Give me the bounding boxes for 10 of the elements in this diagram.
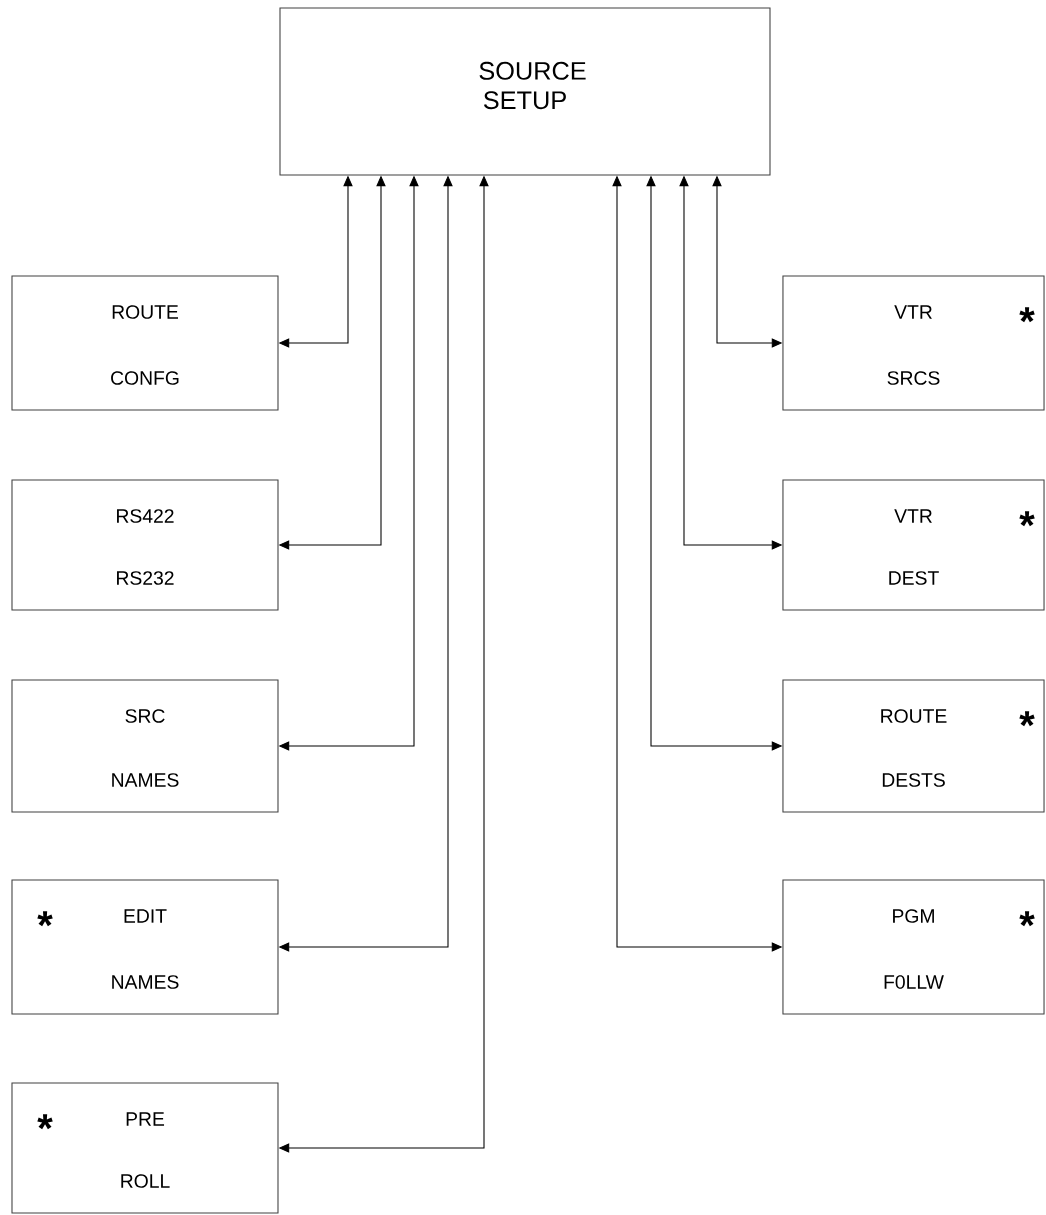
- menu-box: ROUTE * DESTS: [782, 679, 1045, 813]
- menu-box: VTR * DEST: [782, 479, 1045, 611]
- menu-box: VTR * SRCS: [782, 275, 1045, 411]
- menu-box: RS422 RS232: [11, 479, 279, 611]
- menu-box: SOURCE SETUP: [279, 7, 771, 176]
- menu-box: SRC NAMES: [11, 679, 279, 813]
- menu-box: PGM * F0LLW: [782, 879, 1045, 1015]
- menu-box: * EDIT NAMES: [11, 879, 279, 1015]
- menu-box: ROUTE CONFG: [11, 275, 279, 411]
- menu-box: * PRE ROLL: [11, 1082, 279, 1214]
